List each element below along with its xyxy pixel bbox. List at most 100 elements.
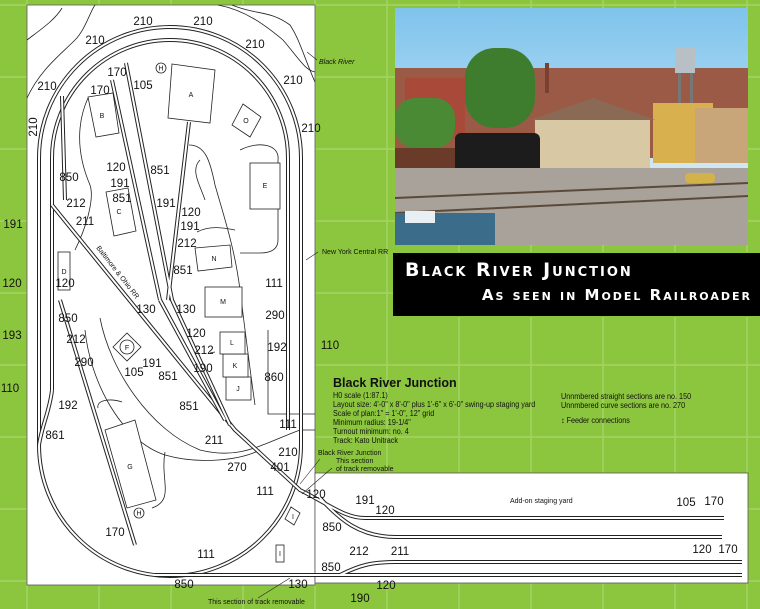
track-section-label: 120 [181, 207, 200, 219]
building-label: C [116, 209, 121, 216]
building-a [167, 63, 216, 124]
banner-title: Black River Junction [405, 259, 633, 281]
track-section-label: 170 [90, 85, 109, 97]
track-section-label: 105 [133, 80, 152, 92]
track-section-label: 212 [177, 238, 196, 250]
track-section-label: 191 [142, 358, 161, 370]
track-section-label: 851 [173, 265, 192, 277]
track-section-label: 210 [193, 16, 212, 28]
track-section-label: 105 [124, 367, 143, 379]
track-section-label: 850 [59, 172, 78, 184]
track-section-label: 190 [193, 363, 212, 375]
track-notes: Unnmbered straight sections are no. 150 … [561, 392, 691, 425]
building-e [249, 162, 281, 210]
banner-subtitle: As seen in Model Railroader [481, 286, 752, 304]
track-section-label: 851 [179, 401, 198, 413]
track-section-label: 191 [355, 495, 374, 507]
mainline-tracks [37, 25, 742, 578]
track-section-label: 850 [174, 579, 193, 591]
track-section-label: 170 [107, 67, 126, 79]
track-section-label: 270 [227, 462, 246, 474]
building-b [87, 92, 120, 138]
track-section-label: 210 [278, 447, 297, 459]
building-label: M [220, 299, 226, 306]
track-section-label: 110 [321, 340, 339, 352]
building-label: E [263, 183, 268, 190]
junction-callout-3: of track removable [336, 466, 394, 473]
info-plan-scale: Scale of plan:1" = 1'-0", 12" grid [333, 409, 435, 418]
building-l [219, 331, 246, 355]
track-section-label: 120 [55, 278, 74, 290]
track-section-label: 210 [37, 81, 56, 93]
building-i [284, 506, 301, 526]
track-section-label: 850 [322, 522, 341, 534]
building-o [231, 103, 262, 138]
building-m [204, 286, 243, 318]
building-label: G [127, 464, 132, 471]
track-section-label: 170 [718, 544, 737, 556]
staging-yard-label: Add-on staging yard [510, 498, 573, 505]
building-label: F [125, 345, 129, 352]
note-feeder: Feeder connections [566, 416, 630, 425]
track-section-label: 192 [267, 342, 286, 354]
info-track: Track: Kato Unitrack [333, 436, 398, 445]
building-label: I [279, 551, 281, 558]
track-section-label: 211 [76, 216, 94, 228]
removable-callout: This section of track removable [208, 599, 305, 606]
track-section-label: 111 [197, 549, 214, 561]
building-label: L [230, 340, 234, 347]
track-section-label: 850 [321, 562, 340, 574]
track-section-label: 193 [2, 330, 21, 342]
track-section-label: 401 [270, 462, 289, 474]
track-section-label: 211 [205, 435, 223, 447]
feeder-icon: ↕ [561, 416, 565, 425]
building-n [194, 244, 233, 272]
info-size: Layout size: 4'-0" x 8'-0" plus 1'-6" x … [333, 400, 536, 409]
building-label: O [243, 118, 249, 125]
track-section-label: 120 [375, 505, 394, 517]
layout-photo [395, 8, 748, 245]
track-section-label: 212 [349, 546, 368, 558]
track-section-label: 290 [265, 310, 284, 322]
title-banner: Black River Junction As seen in Model Ra… [393, 252, 760, 317]
info-title: Black River Junction [333, 376, 457, 390]
track-section-label: 191 [180, 221, 199, 233]
track-section-label: 120 [186, 328, 205, 340]
track-section-label: 851 [112, 193, 131, 205]
track-section-label: 210 [133, 16, 152, 28]
track-section-label: 192 [58, 400, 77, 412]
building-d [57, 251, 71, 291]
note-straight: Unnmbered straight sections are no. 150 [561, 392, 692, 401]
building-label: B [100, 113, 105, 120]
building-label: H [136, 511, 141, 518]
track-section-label: 111 [256, 486, 273, 498]
track-section-label: 105 [676, 497, 695, 509]
building-label: H [158, 66, 163, 73]
track-section-label: 170 [105, 527, 124, 539]
track-section-label: 120 [306, 489, 325, 501]
track-section-label: 191 [110, 178, 129, 190]
info-scale: H0 scale (1:87.1) [333, 391, 388, 400]
building-label: A [189, 92, 194, 99]
track-section-label: 130 [176, 304, 195, 316]
track-section-label: 130 [288, 579, 307, 591]
track-section-label: 210 [301, 123, 320, 135]
info-turnout: Turnout minimum: no. 4 [333, 427, 409, 436]
track-section-label: 111 [279, 419, 296, 431]
track-section-label: 190 [350, 593, 369, 605]
info-min-radius: Minimum radius: 19-1/4" [333, 418, 411, 427]
junction-callout-1: Black River Junction [318, 450, 382, 457]
track-section-label: 851 [150, 165, 169, 177]
track-section-label: 130 [136, 304, 155, 316]
staging-yard-board [314, 472, 749, 584]
track-section-label: 120 [106, 162, 125, 174]
track-section-label: 851 [158, 371, 177, 383]
layout-info: Black River Junction H0 scale (1:87.1) L… [333, 376, 558, 445]
track-section-label: 120 [692, 544, 711, 556]
building-label: N [211, 256, 216, 263]
track-section-label: 860 [264, 372, 283, 384]
track-section-label: 212 [194, 345, 213, 357]
building-c [105, 187, 137, 237]
